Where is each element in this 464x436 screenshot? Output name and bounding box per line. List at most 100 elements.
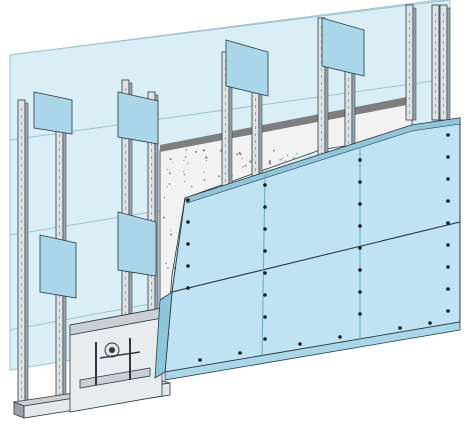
blocking-board-icon xyxy=(321,17,365,77)
insulation-speckle xyxy=(162,216,166,219)
screw-dot-icon xyxy=(186,242,190,246)
insulation-speckle xyxy=(195,150,198,153)
frame-cross-bar xyxy=(79,367,151,389)
screw-dot-icon xyxy=(263,227,267,231)
sanitary-frame-icon xyxy=(69,307,163,413)
screw-dot-icon xyxy=(263,271,267,275)
gypsum-board-cladding xyxy=(154,117,461,381)
blocking-board-icon xyxy=(39,234,77,299)
insulation-speckle xyxy=(284,160,287,163)
insulation-speckle xyxy=(167,267,169,269)
insulation-speckle xyxy=(169,158,172,161)
insulation-speckle xyxy=(183,173,186,176)
pipe-icon xyxy=(99,351,141,359)
gypsum-board-bottom xyxy=(164,321,461,381)
insulation-speckle xyxy=(182,170,185,173)
screw-dot-icon xyxy=(358,246,362,250)
insulation-speckle xyxy=(279,159,281,161)
screw-dot-icon xyxy=(238,351,242,355)
insulation-speckle xyxy=(183,159,185,161)
screw-dot-icon xyxy=(298,342,302,346)
screw-dot-icon xyxy=(398,326,402,330)
gypsum-board-edge xyxy=(154,291,173,379)
screw-dot-icon xyxy=(338,335,342,339)
insulation-speckle xyxy=(239,153,242,156)
insulation-speckle xyxy=(286,154,289,157)
insulation-speckle xyxy=(249,160,252,163)
screw-dot-icon xyxy=(358,202,362,206)
insulation-speckle xyxy=(273,149,275,152)
board-joint xyxy=(261,174,266,357)
screw-dot-icon xyxy=(358,224,362,228)
insulation-speckle xyxy=(170,233,173,236)
insulation-speckle xyxy=(203,179,206,181)
steel-stud-flange xyxy=(24,102,29,406)
insulation-speckle xyxy=(166,168,169,171)
steel-stud-flange xyxy=(412,7,417,121)
steel-stud-flange xyxy=(446,7,451,121)
gypsum-board-top-edge xyxy=(184,117,461,204)
insulation-speckle xyxy=(202,149,206,152)
blocking-board-icon xyxy=(33,91,73,135)
screw-dot-icon xyxy=(428,321,432,325)
insulation-speckle xyxy=(203,171,205,173)
insulation-speckle xyxy=(281,157,284,159)
screw-dot-icon xyxy=(446,221,450,225)
screw-dot-icon xyxy=(446,309,450,313)
insulation-speckle xyxy=(172,161,174,163)
screw-dot-icon xyxy=(263,183,267,187)
insulation-speckle xyxy=(168,172,171,175)
insulation-speckle xyxy=(205,156,208,159)
screw-dot-icon xyxy=(263,249,267,253)
insulation-speckle xyxy=(163,196,166,199)
screw-dot-icon xyxy=(358,268,362,272)
fitting-icon xyxy=(109,347,115,353)
screw-dot-icon xyxy=(446,243,450,247)
screw-dot-icon xyxy=(358,312,362,316)
screw-dot-icon xyxy=(446,199,450,203)
blocking-board-icon xyxy=(225,39,269,97)
screw-dot-icon xyxy=(263,205,267,209)
insulation-speckle xyxy=(185,149,188,151)
screw-dot-icon xyxy=(186,264,190,268)
screw-dot-icon xyxy=(186,286,190,290)
screw-dot-icon xyxy=(263,293,267,297)
screw-dot-icon xyxy=(358,290,362,294)
screw-dot-icon xyxy=(358,180,362,184)
screw-dot-icon xyxy=(186,220,190,224)
screw-dot-icon xyxy=(263,337,267,341)
blocking-board-icon xyxy=(117,91,159,145)
insulation-speckle xyxy=(242,166,244,168)
insulation-speckle xyxy=(296,152,298,155)
screw-dot-icon xyxy=(446,133,450,137)
insulation-speckle xyxy=(244,164,247,167)
existing-wall-joint xyxy=(9,0,451,56)
insulation-speckle xyxy=(166,186,168,188)
insulation-speckle xyxy=(190,185,193,188)
screw-dot-icon xyxy=(358,158,362,162)
insulation-speckle xyxy=(280,158,282,161)
insulation-speckle xyxy=(236,153,238,156)
screw-dot-icon xyxy=(263,315,267,319)
insulation-speckle xyxy=(292,157,295,159)
insulation-speckle xyxy=(268,161,272,165)
insulation-speckle xyxy=(168,183,171,185)
insulation-speckle xyxy=(217,175,221,178)
screw-dot-icon xyxy=(198,358,202,362)
insulation-speckle xyxy=(187,162,189,164)
screw-group xyxy=(186,133,450,362)
insulation-speckle xyxy=(184,156,187,158)
insulation-speckle xyxy=(241,157,243,160)
blocking-board-icon xyxy=(117,211,157,277)
insulation-speckle xyxy=(165,262,167,265)
insulation-speckle xyxy=(205,159,208,162)
blocking-board-group xyxy=(33,17,365,299)
insulation-speckle xyxy=(170,229,172,232)
screw-dot-icon xyxy=(446,287,450,291)
screw-dot-icon xyxy=(186,198,190,202)
insulation-speckle xyxy=(184,180,186,183)
screw-dot-icon xyxy=(446,155,450,159)
screw-dot-icon xyxy=(446,265,450,269)
screw-dot-icon xyxy=(446,177,450,181)
